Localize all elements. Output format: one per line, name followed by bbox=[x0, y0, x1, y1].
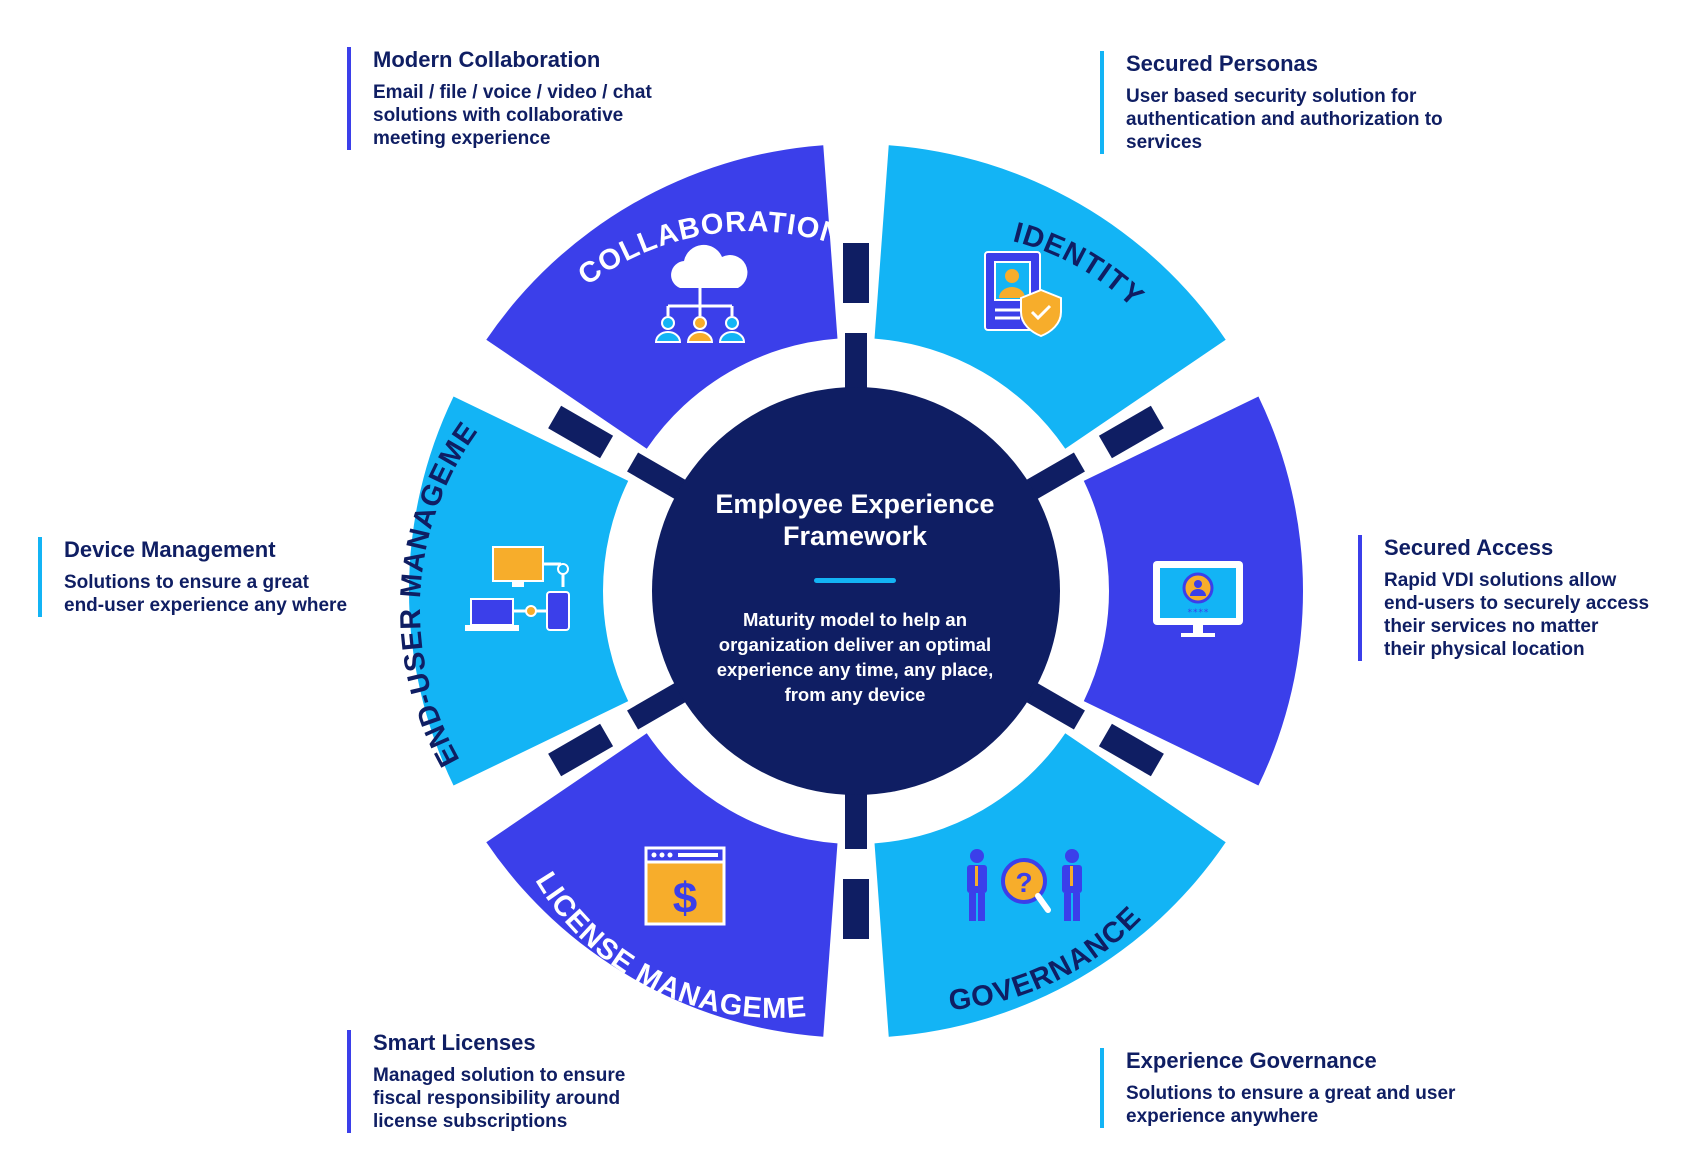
callout-identity: Secured Personas User based security sol… bbox=[1100, 51, 1443, 154]
svg-text:?: ? bbox=[1015, 867, 1032, 898]
callout-title: Experience Governance bbox=[1126, 1048, 1377, 1073]
people-search-icon: ? bbox=[967, 849, 1082, 921]
monitor-login-icon: **** bbox=[1153, 561, 1243, 637]
center-content: Employee Experience Framework Maturity m… bbox=[680, 488, 1030, 707]
ring-connector bbox=[548, 405, 614, 459]
callout-title: Secured Access bbox=[1384, 535, 1554, 560]
callout-body: Rapid VDI solutions allow end-users to s… bbox=[1384, 570, 1650, 660]
segment-governance bbox=[874, 733, 1226, 1037]
cloud-network-icon bbox=[654, 244, 748, 343]
callout-license: Smart Licenses Managed solution to ensur… bbox=[347, 1030, 625, 1133]
callout-body: User based security solution for authent… bbox=[1126, 86, 1443, 153]
ring-connector bbox=[548, 723, 614, 777]
callout-collaboration: Modern Collaboration Email / file / voic… bbox=[347, 47, 652, 150]
license-dollar-icon: $ bbox=[644, 846, 726, 926]
svg-text:****: **** bbox=[1187, 608, 1209, 618]
callout-device: Device Management Solutions to ensure a … bbox=[38, 537, 347, 617]
segment-collaboration bbox=[486, 145, 838, 449]
center-divider bbox=[814, 578, 896, 583]
center-circle bbox=[652, 387, 1060, 795]
svg-text:$: $ bbox=[673, 874, 697, 923]
callout-access: Secured Access Rapid VDI solutions allow… bbox=[1358, 535, 1649, 661]
callout-governance: Experience Governance Solutions to ensur… bbox=[1100, 1048, 1455, 1128]
segment-end-user-management bbox=[408, 396, 629, 786]
callout-body: Email / file / voice / video / chat solu… bbox=[373, 82, 652, 149]
ring-connector bbox=[1098, 723, 1164, 777]
callout-body: Solutions to ensure a great and user exp… bbox=[1126, 1083, 1456, 1127]
callout-title: Secured Personas bbox=[1126, 51, 1318, 76]
callout-title: Device Management bbox=[64, 537, 276, 562]
id-card-shield-icon bbox=[984, 251, 1062, 338]
callout-title: Smart Licenses bbox=[373, 1030, 536, 1055]
callout-body: Solutions to ensure a great end-user exp… bbox=[64, 572, 348, 616]
callout-body: Managed solution to ensure fiscal respon… bbox=[373, 1065, 626, 1132]
center-title: Employee Experience Framework bbox=[715, 489, 995, 551]
callout-title: Modern Collaboration bbox=[373, 47, 601, 72]
ring-connector bbox=[1098, 405, 1164, 459]
center-description: Maturity model to help an organization d… bbox=[716, 609, 994, 705]
connected-devices-icon bbox=[465, 546, 570, 631]
